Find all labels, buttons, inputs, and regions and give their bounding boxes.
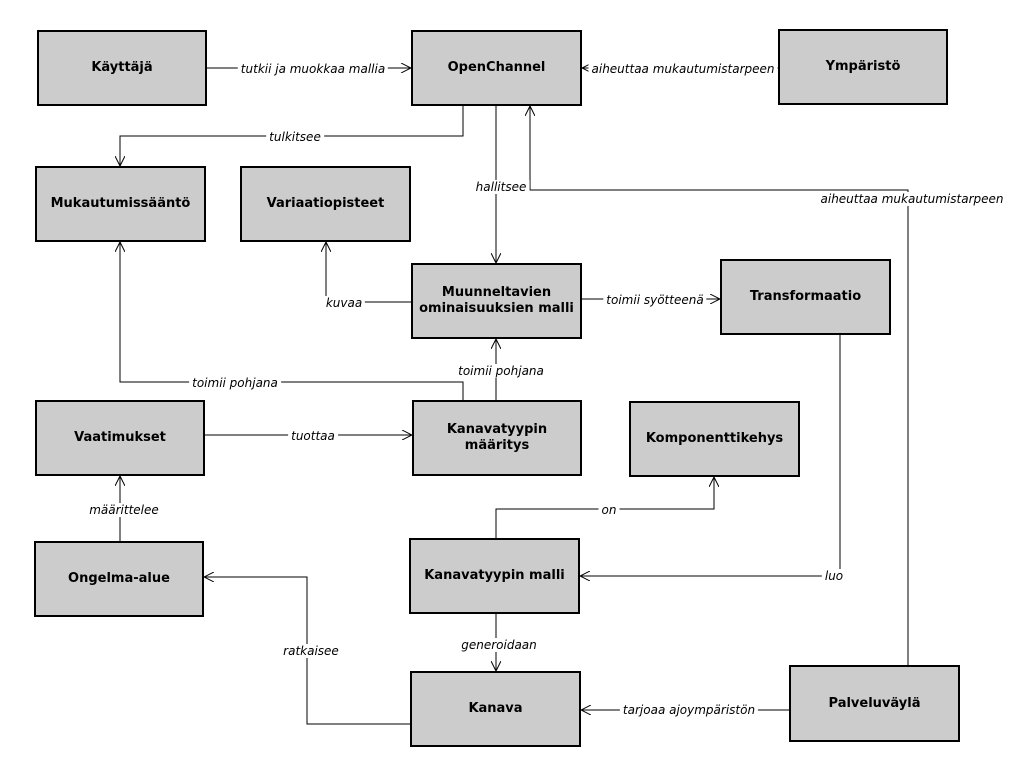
node-komponenttikehys: Komponenttikehys [629, 401, 800, 477]
label-tutkii: tutkii ja muokkaa mallia [237, 62, 389, 76]
label-maarittelee: määrittelee [86, 503, 162, 517]
label-on: on [598, 503, 620, 517]
node-palveluvayla: Palveluväylä [789, 665, 960, 742]
label-generoidaan: generoidaan [458, 638, 540, 652]
node-transformaatio: Transformaatio [720, 259, 891, 335]
edge-kuvaa [326, 242, 412, 303]
node-muunneltavien: Muunneltavien ominaisuuksien malli [411, 263, 582, 339]
label-aiheuttaa-1: aiheuttaa mukautumistarpeen [588, 62, 778, 76]
label-luo: luo [821, 569, 847, 583]
label-tulkitsee: tulkitsee [266, 130, 324, 144]
node-kanavatyypin-malli: Kanavatyypin malli [409, 538, 580, 614]
edge-toimii-pohjana-1 [120, 242, 464, 400]
node-variaatiopisteet: Variaatiopisteet [240, 166, 411, 242]
label-tarjoaa: tarjoaa ajoympäristön [619, 703, 759, 717]
node-kanava: Kanava [410, 671, 581, 747]
label-hallitsee: hallitsee [472, 180, 530, 194]
edge-aiheuttaa-2 [530, 106, 909, 666]
node-kayttaja: Käyttäjä [37, 30, 207, 106]
label-tuottaa: tuottaa [288, 429, 338, 443]
label-aiheuttaa-2: aiheuttaa mukautumistarpeen [817, 192, 1007, 206]
label-toimii-pohjana-2: toimii pohjana [455, 364, 547, 378]
label-toimii-syotteena: toimii syötteenä [603, 293, 707, 307]
node-vaatimukset: Vaatimukset [35, 400, 205, 476]
label-ratkaisee: ratkaisee [280, 644, 342, 658]
label-kuvaa: kuvaa [322, 296, 366, 310]
node-openchannel: OpenChannel [411, 30, 582, 106]
node-ymparisto: Ympäristö [778, 29, 948, 105]
label-toimii-pohjana-1: toimii pohjana [189, 376, 281, 390]
node-mukautumissaanto: Mukautumissääntö [35, 166, 206, 242]
node-ongelma-alue: Ongelma-alue [34, 541, 204, 617]
node-kanavatyypin-maaritys: Kanavatyypin määritys [412, 400, 582, 476]
